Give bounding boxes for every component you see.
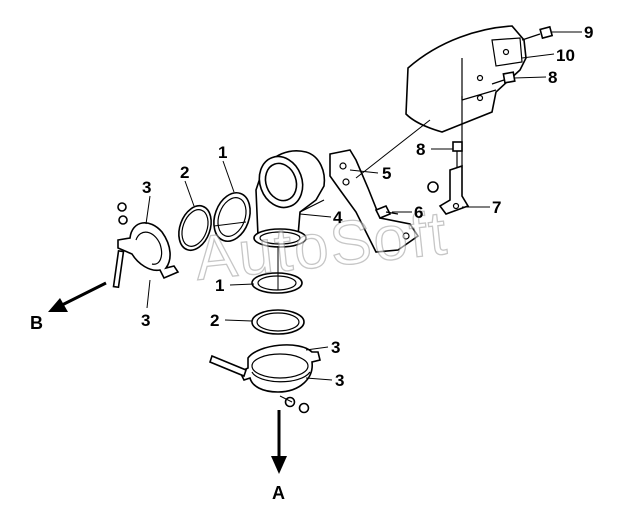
direction-arrow-b: B [30, 281, 107, 333]
ring-1-upper [213, 191, 251, 243]
callout-8-lower: 8 [416, 140, 425, 159]
callout-labels: 9 10 8 8 5 6 7 4 1 1 2 2 3 3 3 3 [141, 23, 593, 390]
callout-6: 6 [414, 203, 423, 222]
callout-3-lower-bottom: 3 [335, 371, 344, 390]
assembly-lines [213, 119, 431, 403]
bolt-6 [374, 204, 399, 220]
direction-label-a: A [272, 483, 285, 503]
callout-1-upper: 1 [218, 143, 227, 162]
callout-2-upper: 2 [180, 163, 189, 182]
direction-arrow-a: A [271, 410, 287, 503]
ring-1-lower [251, 272, 303, 294]
leader-lines [145, 31, 582, 381]
gasket-2-upper [178, 204, 212, 252]
callout-7: 7 [492, 198, 501, 217]
direction-label-b: B [30, 313, 43, 333]
callout-3-lower-top: 3 [331, 338, 340, 357]
bracket-5 [329, 149, 420, 253]
callout-5: 5 [382, 164, 391, 183]
bolt-8-lower [427, 141, 463, 193]
callout-8-upper: 8 [548, 68, 557, 87]
callout-4: 4 [333, 208, 343, 227]
callout-3-left-bottom: 3 [141, 311, 150, 330]
exhaust-elbow [253, 150, 326, 248]
bracket-7 [438, 96, 470, 215]
clamp-3-lower [209, 344, 321, 414]
callout-9: 9 [584, 23, 593, 42]
bolt-9 [521, 25, 554, 41]
heat-shield [405, 25, 527, 133]
gasket-2-lower [251, 309, 305, 335]
callout-10: 10 [556, 46, 575, 65]
bolt-8-upper [491, 71, 516, 85]
callout-1-lower: 1 [215, 276, 224, 295]
callout-3-left-top: 3 [142, 178, 151, 197]
callout-2-lower: 2 [210, 311, 219, 330]
clamp-3-left [112, 202, 180, 289]
